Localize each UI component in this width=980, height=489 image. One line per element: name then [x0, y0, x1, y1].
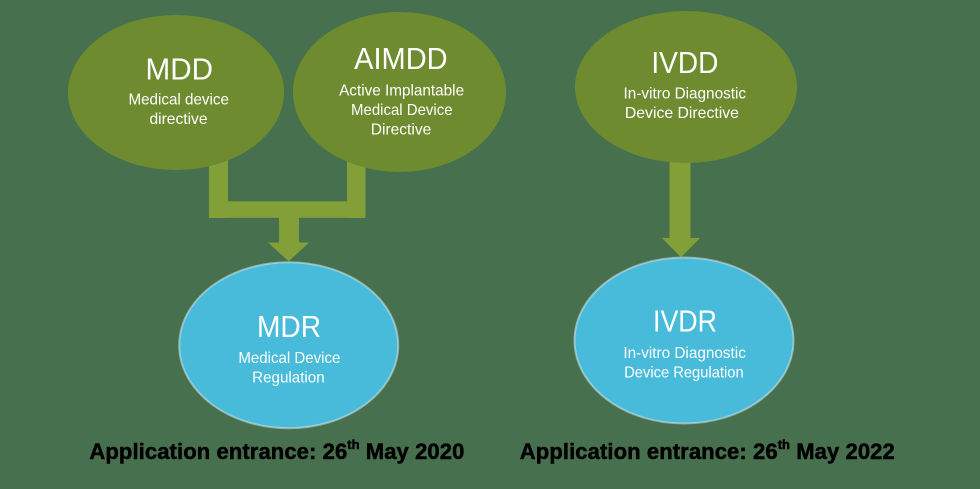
svg-text:IVDD: IVDD	[651, 46, 718, 80]
svg-text:In-vitro Diagnostic: In-vitro Diagnostic	[624, 85, 747, 102]
svg-text:Directive: Directive	[371, 122, 432, 139]
svg-text:IVDR: IVDR	[653, 304, 717, 338]
svg-text:Active Implantable: Active Implantable	[339, 82, 464, 99]
svg-text:AIMDD: AIMDD	[354, 42, 448, 76]
svg-text:Medical Device: Medical Device	[351, 102, 453, 119]
svg-text:directive: directive	[150, 111, 208, 128]
svg-text:Medical device: Medical device	[128, 92, 229, 109]
svg-text:MDD: MDD	[146, 52, 214, 87]
svg-text:Device Regulation: Device Regulation	[624, 365, 744, 382]
svg-text:Regulation: Regulation	[252, 370, 325, 387]
svg-text:Device Directive: Device Directive	[625, 105, 739, 122]
svg-text:In-vitro Diagnostic: In-vitro Diagnostic	[623, 345, 746, 362]
svg-text:MDR: MDR	[257, 310, 321, 344]
svg-text:Medical Device: Medical Device	[238, 350, 340, 367]
